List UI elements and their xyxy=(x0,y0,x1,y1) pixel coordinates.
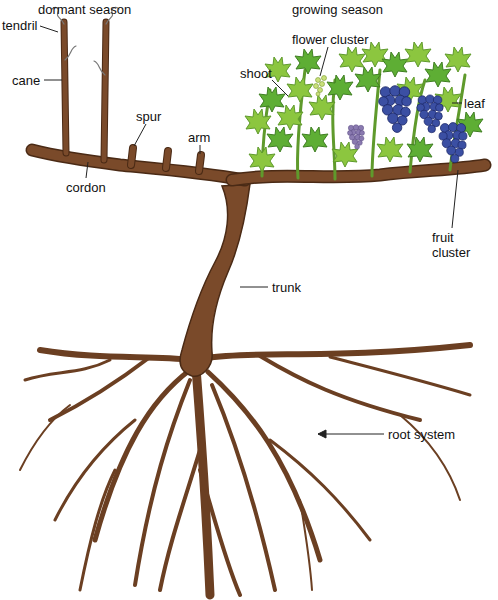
part-label: tendril xyxy=(2,18,37,33)
part-label: cane xyxy=(12,73,40,88)
part-label: trunk xyxy=(272,280,301,295)
part-label: shoot xyxy=(240,66,272,81)
part-label: root system xyxy=(388,427,455,442)
part-label: arm xyxy=(188,130,210,145)
part-label: growing season xyxy=(292,2,383,17)
part-label: spur xyxy=(136,109,161,124)
part-label: dormant season xyxy=(38,2,131,17)
part-label: fruit cluster xyxy=(432,230,476,260)
part-label: flower cluster xyxy=(292,32,369,47)
part-label: leaf xyxy=(464,96,485,111)
part-label: cordon xyxy=(66,180,106,195)
